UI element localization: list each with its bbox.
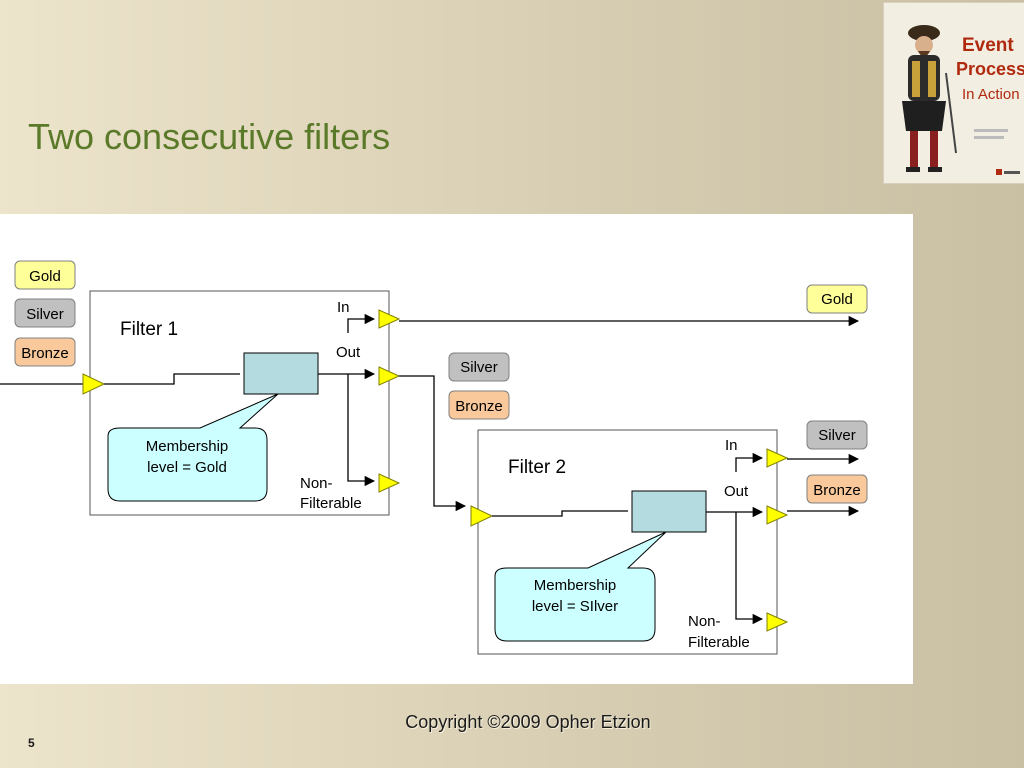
filter1-nonfilterable-label-1: Non-: [300, 475, 333, 492]
cover-figure: [902, 25, 957, 172]
output-event-gold: Gold: [806, 284, 868, 314]
cover-title-line1: Event: [962, 35, 1014, 56]
filter1-in-port: [378, 309, 401, 329]
diagram-canvas: Gold Silver Bronze Filter 1 In Out: [0, 214, 913, 684]
filter1-box: [89, 290, 390, 516]
filter2-in-arrow: [735, 452, 764, 472]
filters-diagram: Gold Silver Bronze Filter 1 In Out: [0, 260, 868, 655]
filter2-nonfilterable-port: [766, 612, 789, 632]
footer-copyright: Copyright ©2009 Opher Etzion: [405, 712, 651, 732]
cover-title-line3: In Action: [962, 86, 1020, 103]
filter1-out-label: Out: [336, 344, 361, 361]
output-event-silver: Silver: [806, 420, 868, 450]
filter2-nonfilterable-label-1: Non-: [688, 613, 721, 630]
filter2-nonfilterable-label-2: Filterable: [688, 634, 750, 651]
intermediate-event-bronze-label: Bronze: [455, 398, 503, 415]
filter2-nonfilterable-arrow: [735, 512, 764, 625]
filter2-in-port: [766, 448, 789, 468]
output-event-bronze: Bronze: [806, 474, 868, 504]
filter1-input-route: [104, 373, 240, 385]
filter2-label: Filter 2: [508, 457, 566, 478]
filter2-out-label: Out: [724, 483, 749, 500]
slide-number: 5: [28, 736, 35, 750]
intermediate-event-silver: Silver: [448, 352, 510, 382]
header-band: [0, 0, 1024, 212]
output-event-gold-label: Gold: [821, 291, 853, 308]
filter1-to-filter2-route: [399, 375, 467, 512]
filter1-in-arrow: [347, 313, 376, 333]
filter2-agent-box: [631, 490, 707, 533]
intermediate-event-bronze: Bronze: [448, 390, 510, 420]
filter2-in-label: In: [725, 437, 738, 454]
cover-title-line2: Processing: [956, 59, 1024, 79]
book-cover-image: Event Processing In Action: [883, 2, 1024, 184]
filter1-nonfilterable-arrow: [347, 374, 376, 487]
filter1-label: Filter 1: [120, 319, 178, 340]
input-event-gold: Gold: [14, 260, 76, 290]
filter1-nonfilterable-label-2: Filterable: [300, 495, 362, 512]
filter1-condition-line1: Membership: [146, 438, 229, 455]
filter1-condition-callout: [107, 393, 279, 502]
slide-title: Two consecutive filters: [28, 116, 391, 157]
filter1-out-port: [378, 366, 401, 386]
filter2-condition-callout: [494, 531, 667, 642]
input-event-gold-label: Gold: [29, 268, 61, 285]
filter2-box: [477, 429, 778, 655]
intermediate-event-silver-label: Silver: [460, 359, 498, 376]
filter2-condition-line2: level = SIlver: [532, 598, 618, 615]
filter2-input-route: [492, 510, 628, 517]
output-event-silver-label: Silver: [818, 427, 856, 444]
filter1-input-port: [82, 373, 106, 395]
input-event-silver-label: Silver: [26, 306, 64, 323]
filter1-condition-line2: level = Gold: [147, 459, 227, 476]
input-event-silver: Silver: [14, 298, 76, 328]
book-cover-art: Event Processing In Action: [884, 3, 1024, 183]
filter2-input-port: [470, 505, 494, 527]
filter1-agent-box: [243, 352, 319, 395]
input-event-bronze-label: Bronze: [21, 345, 69, 362]
filter1-in-label: In: [337, 299, 350, 316]
output-event-bronze-label: Bronze: [813, 482, 861, 499]
filter2-out-port: [766, 505, 789, 525]
filter1-nonfilterable-port: [378, 473, 401, 493]
input-event-bronze: Bronze: [14, 337, 76, 367]
filter2-condition-line1: Membership: [534, 577, 617, 594]
